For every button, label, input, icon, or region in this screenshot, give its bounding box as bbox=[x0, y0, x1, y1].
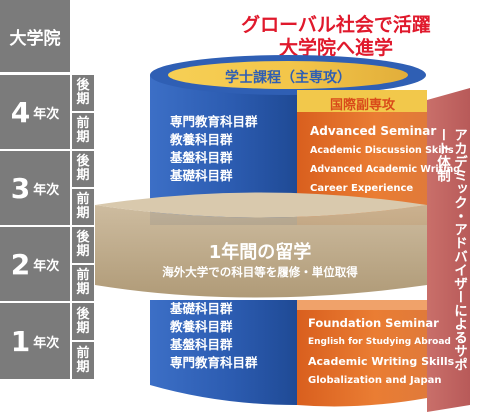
minor-label: 国際副専攻 bbox=[329, 98, 395, 113]
lower-minor-body bbox=[297, 300, 427, 407]
year-4-later-half: 後期 bbox=[72, 75, 94, 111]
year-1-number: 1 bbox=[10, 324, 31, 358]
title-line-1: グローバル社会で活躍 bbox=[241, 14, 431, 36]
study-abroad-subtitle: 海外大学での科目等を履修・単位取得 bbox=[162, 265, 358, 279]
grad-label-text: 大学院 bbox=[9, 28, 61, 49]
cylinder-top-gold bbox=[168, 61, 408, 89]
upper-minor-subject: Advanced Academic Writing bbox=[310, 164, 461, 175]
upper-major-subject: 基盤科目群 bbox=[170, 150, 233, 165]
lower-minor-subject: Globalization and Japan bbox=[308, 375, 442, 386]
lower-minor-subject: English for Studying Abroad bbox=[308, 337, 451, 347]
year-3-number: 3 bbox=[10, 171, 31, 205]
study-abroad-band bbox=[95, 205, 427, 298]
year-2-number: 2 bbox=[10, 247, 31, 281]
upper-minor-subject: Academic Discussion Skills bbox=[310, 145, 454, 156]
year-3-later-half: 後期 bbox=[72, 151, 94, 187]
minor-label-bg bbox=[297, 90, 427, 112]
lower-minor-top bbox=[297, 300, 427, 310]
lower-major-subject: 基礎科目群 bbox=[170, 301, 233, 316]
year-3-early-half: 前期 bbox=[72, 189, 94, 225]
upper-minor-subject: Advanced Seminar bbox=[310, 124, 437, 138]
year-1-suffix: 年次 bbox=[33, 335, 60, 351]
upper-major-body bbox=[150, 75, 297, 225]
upper-minor-subjects: Advanced Seminar Academic Discussion Ski… bbox=[310, 122, 460, 198]
year-2-early-half: 前期 bbox=[72, 265, 94, 301]
year-4-early-half: 前期 bbox=[72, 113, 94, 149]
year-1-later-half: 後期 bbox=[72, 303, 94, 340]
year-2-suffix: 年次 bbox=[33, 258, 60, 274]
upper-major-subjects: 専門教育科目群 教養科目群 基盤科目群 基礎科目群 bbox=[170, 113, 258, 185]
support-panel bbox=[427, 88, 470, 412]
lower-major-subject: 基盤科目群 bbox=[170, 337, 233, 352]
lower-major-subjects: 基礎科目群 教養科目群 基盤科目群 専門教育科目群 bbox=[170, 300, 258, 372]
grad-label: 大学院 bbox=[0, 0, 70, 72]
upper-minor-subject: Career Experience bbox=[310, 183, 414, 194]
lower-minor-subjects: Foundation Seminar English for Studying … bbox=[308, 314, 454, 390]
upper-major-subject: 基礎科目群 bbox=[170, 168, 233, 183]
year-1-early-half: 前期 bbox=[72, 342, 94, 379]
lower-minor-subject: Foundation Seminar bbox=[308, 316, 439, 330]
lower-major-subject: 専門教育科目群 bbox=[170, 355, 258, 370]
year-4-suffix: 年次 bbox=[33, 106, 60, 122]
lower-major-body bbox=[150, 300, 297, 405]
year-4-number: 4 bbox=[10, 95, 31, 129]
study-abroad-title: 1年間の留学 bbox=[208, 242, 312, 263]
upper-major-subject: 教養科目群 bbox=[170, 132, 233, 147]
year-3-suffix: 年次 bbox=[33, 182, 60, 198]
upper-major-subject: 専門教育科目群 bbox=[170, 114, 258, 129]
support-text: アカデミック・アドバイザーによるサポート体制 bbox=[434, 128, 467, 371]
lower-minor-subject: Academic Writing Skills bbox=[308, 355, 455, 368]
major-label: 学士課程（主専攻） bbox=[225, 70, 351, 86]
title-line-2: 大学院へ進学 bbox=[278, 37, 393, 59]
lower-major-subject: 教養科目群 bbox=[170, 319, 233, 334]
year-2-later-half: 後期 bbox=[72, 227, 94, 263]
upper-minor-body bbox=[297, 103, 427, 225]
study-abroad-band-top bbox=[95, 192, 427, 218]
